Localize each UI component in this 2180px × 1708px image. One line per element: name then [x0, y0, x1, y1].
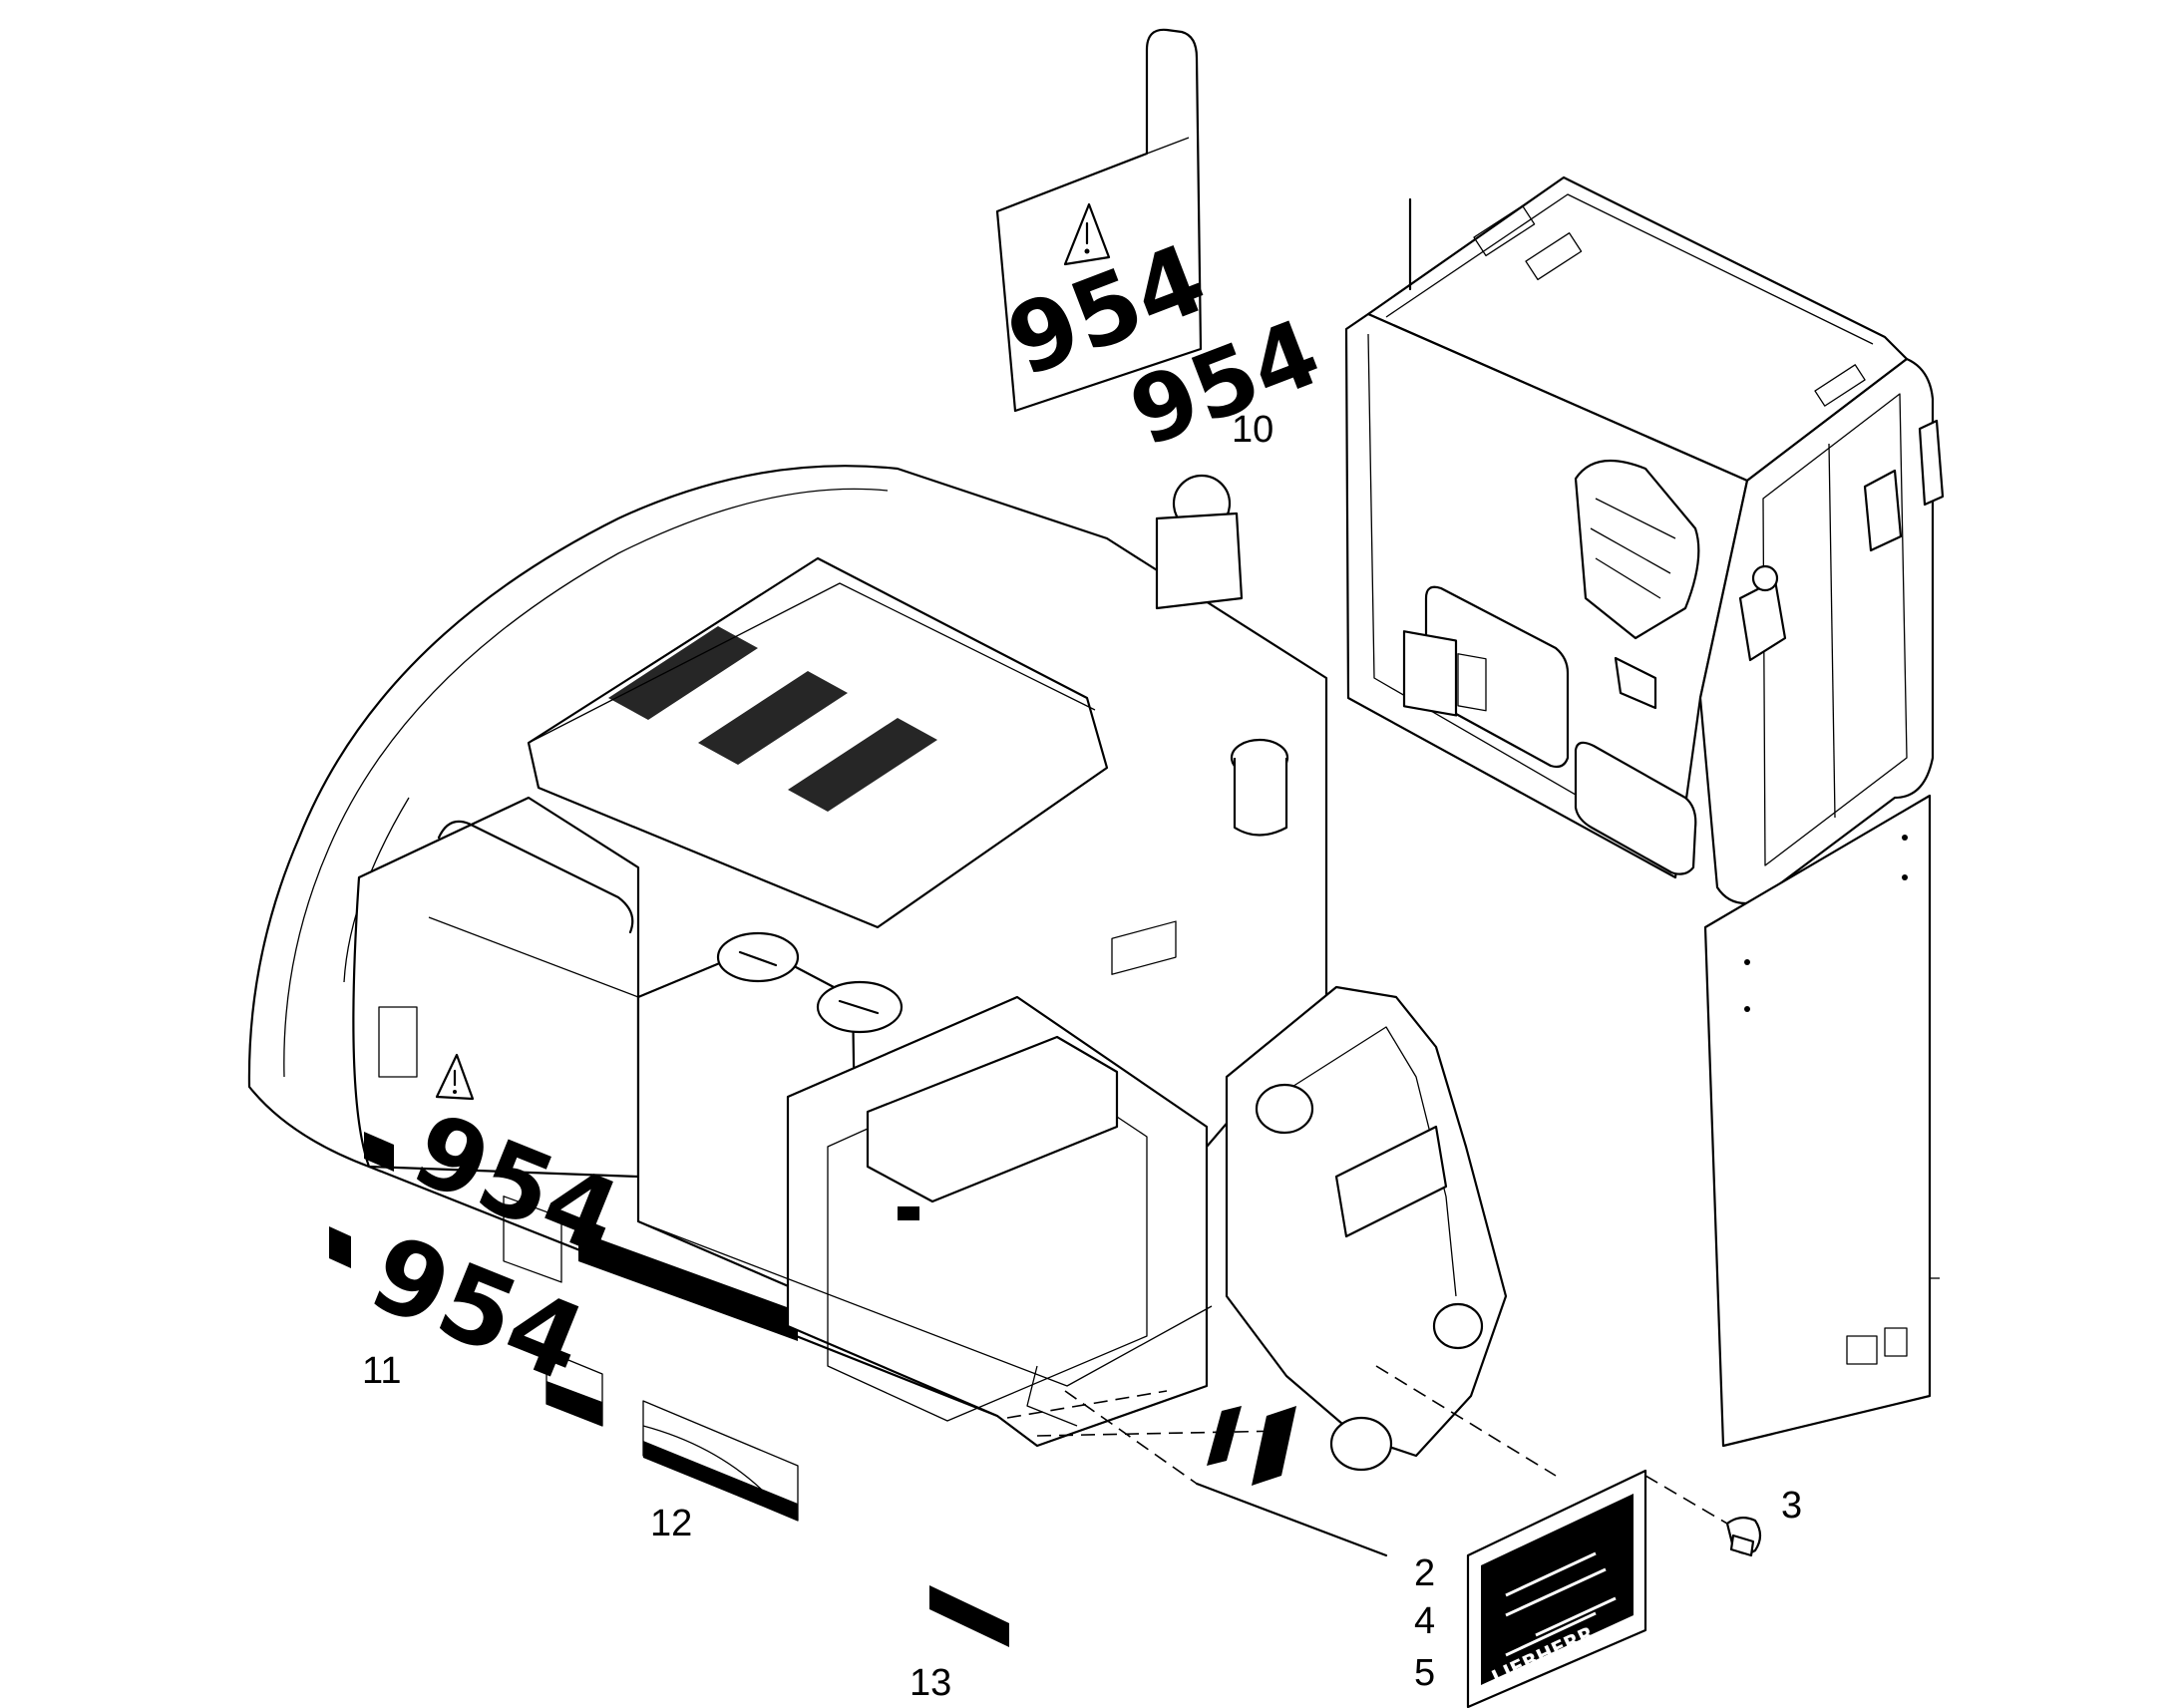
callout-4: 4	[1414, 1600, 1435, 1642]
leader-lines	[1006, 1365, 1728, 1557]
rivet	[1725, 1517, 1762, 1557]
side-warning-triangle-icon	[435, 1053, 475, 1101]
warning-triangle-icon	[1063, 202, 1111, 266]
callout-2: 2	[1414, 1552, 1435, 1594]
upper-carriage: 954	[247, 465, 1508, 1486]
hood-grilles	[608, 626, 937, 812]
callout-11: 11	[362, 1350, 401, 1392]
stripe-decal-12	[642, 1400, 799, 1522]
callout-3: 3	[1781, 1485, 1802, 1527]
callout-10: 10	[1232, 409, 1273, 451]
manufacturer-nameplate: LIEBHERR	[1466, 1469, 1647, 1708]
callout-13: 13	[909, 1662, 951, 1704]
callout-12: 12	[650, 1503, 692, 1544]
callout-5: 5	[1414, 1652, 1435, 1694]
stripe-decal-13	[929, 1585, 1009, 1647]
operator-cab	[1344, 175, 1945, 1448]
